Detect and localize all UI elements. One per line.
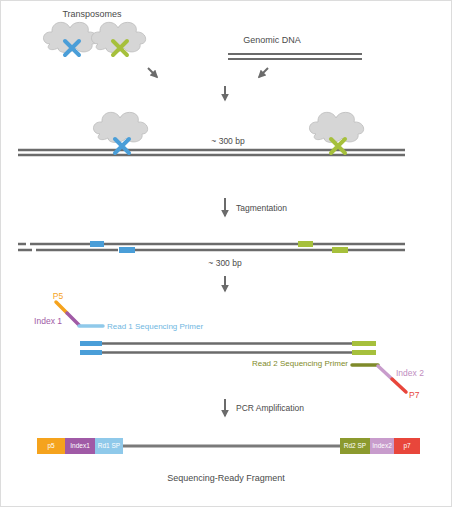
dna-strand <box>104 243 298 246</box>
label-text: Sequencing-Ready Fragment <box>167 473 285 483</box>
step-arrow <box>224 198 226 216</box>
step-arrow <box>224 399 226 416</box>
fragment-segment: Rd1 SP <box>95 438 123 454</box>
dna-strand <box>228 53 362 55</box>
dna-strand <box>18 149 405 152</box>
fragment-segment: Index2 <box>370 438 394 454</box>
dna-strand <box>36 249 118 252</box>
adapter-blue <box>115 139 129 153</box>
segment-label: p5 <box>47 442 54 450</box>
adapter-block-blue <box>90 241 104 247</box>
adapter-blue <box>65 41 79 55</box>
fragment-segment: p7 <box>394 438 420 454</box>
label-text: Transposomes <box>62 9 121 19</box>
merge-arrow <box>148 68 157 77</box>
label-text: Index 1 <box>34 316 62 326</box>
dna-strand <box>348 249 405 252</box>
segment-label: p7 <box>403 442 410 450</box>
adapter-green <box>331 139 345 153</box>
adapter-block-blue <box>119 247 135 253</box>
label-text: ~ 300 bp <box>208 258 241 268</box>
adapter-block-green <box>352 341 376 346</box>
fragment-segment: p5 <box>37 438 65 454</box>
index2-adapter <box>378 366 392 379</box>
label-text: Tagmentation <box>236 203 287 213</box>
dna-strand <box>313 243 405 246</box>
dna-strand <box>102 351 352 354</box>
label-text: PCR Amplification <box>236 403 304 413</box>
dna-strand <box>18 249 32 252</box>
adapter-block-blue <box>80 350 102 355</box>
label-text: Read 2 Sequencing Primer <box>252 359 348 369</box>
adapter-block-green <box>298 241 313 247</box>
p5-adapter <box>56 302 67 313</box>
insert-dna <box>123 445 340 448</box>
adapter-block-green <box>332 247 348 253</box>
adapter-block-blue <box>80 341 102 346</box>
adapter-green <box>113 41 127 55</box>
segment-label: Rd1 SP <box>98 442 120 450</box>
dna-strand <box>228 58 362 60</box>
label-text: Index 2 <box>396 368 424 378</box>
fragment-segment: Rd2 SP <box>340 438 370 454</box>
dna-strand <box>30 243 90 246</box>
read2-primer <box>352 363 378 367</box>
segment-label: Rd2 SP <box>344 442 366 450</box>
dna-strand <box>18 243 26 246</box>
label-text: P5 <box>53 291 63 301</box>
dna-strand <box>18 154 405 157</box>
segment-label: Index2 <box>372 442 392 450</box>
label-text: ~ 300 bp <box>211 136 244 146</box>
fragment-segment: Index1 <box>65 438 95 454</box>
p7-adapter <box>392 379 406 392</box>
adapter-block-green <box>352 350 376 355</box>
index1-adapter <box>67 313 79 325</box>
step-arrow <box>224 276 226 291</box>
transposase-cloud <box>309 112 363 142</box>
label-text: Genomic DNA <box>243 35 301 45</box>
label-text: Read 1 Sequencing Primer <box>107 322 203 332</box>
segment-label: Index1 <box>70 442 90 450</box>
label-text: P7 <box>409 390 419 400</box>
merge-arrow <box>259 68 268 77</box>
dna-strand <box>102 342 352 345</box>
transposase-cloud <box>93 112 147 142</box>
dna-strand <box>135 249 332 252</box>
step-arrow <box>224 86 226 100</box>
read1-primer <box>79 324 103 328</box>
